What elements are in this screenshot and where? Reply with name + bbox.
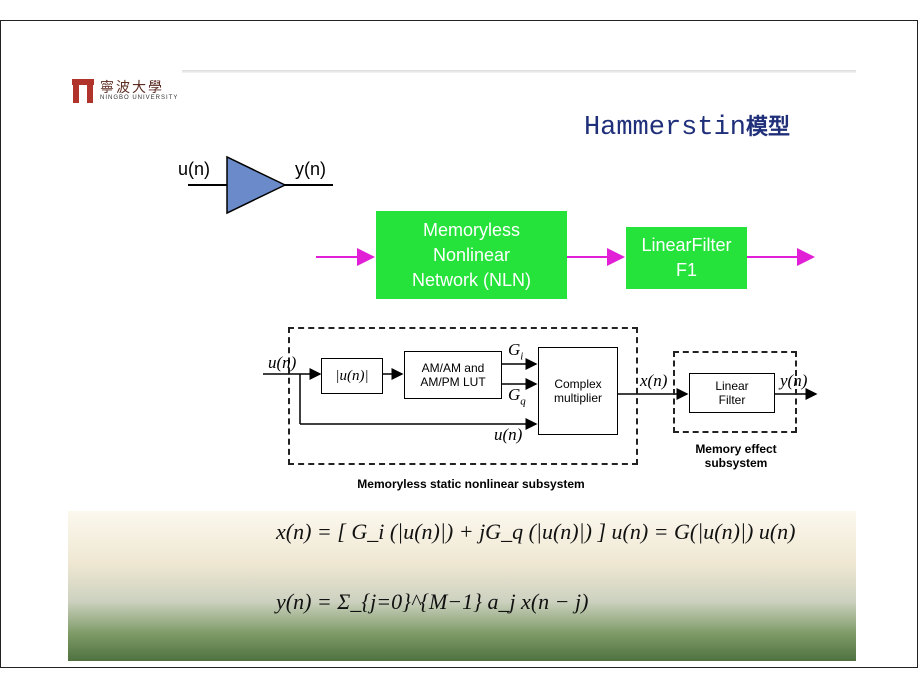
logo-chinese-name: 寧波大學 [100, 80, 164, 96]
mult-line-1: Complex [554, 377, 602, 391]
memory-subsystem-caption: Memory effect subsystem [695, 442, 777, 470]
logo-english-name: NINGBO UNIVERSITY [100, 95, 179, 101]
memory-subsystem-border [673, 351, 797, 433]
linear-filter-detail-block: Linear Filter [689, 373, 775, 413]
mult-line-2: multiplier [553, 391, 602, 405]
detail-output-label: y(n) [780, 371, 808, 390]
page-title: Hammerstin模型 [584, 109, 790, 143]
lut-line-2: AM/PM LUT [420, 375, 486, 389]
lut-line-1: AM/AM and [421, 361, 485, 375]
amp-output-label: y(n) [295, 159, 326, 179]
mid-signal-label: x(n) [640, 371, 668, 390]
title-chinese: 模型 [745, 115, 790, 140]
university-logo: 寧波大學 NINGBO UNIVERSITY [72, 79, 178, 103]
nln-line-3: Network (NLN) [411, 269, 531, 290]
detail-filter-line-2: Filter [718, 393, 746, 407]
equation-y: y(n) = Σ_{j=0}^{M−1} a_j x(n − j) [276, 589, 589, 614]
bypass-label: u(n) [494, 425, 523, 444]
nln-block: Memoryless Nonlinear Network (NLN) [376, 211, 567, 299]
campus-background [68, 511, 856, 661]
nonlinear-subsystem-border [288, 327, 638, 465]
lut-block: AM/AM and AM/PM LUT [404, 351, 502, 399]
equation-x: x(n) = [ G_i (|u(n)|) + jG_q (|u(n)|) ] … [276, 519, 796, 544]
gq-label: Gq [508, 385, 526, 408]
detail-input-label: u(n) [268, 353, 297, 372]
linear-filter-block: LinearFilter F1 [626, 227, 747, 289]
filter-line-2: F1 [675, 260, 697, 280]
abs-block: |u(n)| [321, 358, 383, 394]
slide-frame: 寧波大學 NINGBO UNIVERSITY Hammerstin模型 [0, 20, 918, 668]
nln-line-1: Memoryless [422, 219, 520, 240]
header-rule [182, 70, 856, 73]
amplifier-triangle [226, 155, 287, 215]
detail-filter-line-1: Linear [715, 379, 749, 393]
amp-input-label: u(n) [178, 159, 211, 179]
gate-icon [72, 79, 94, 103]
filter-line-1: LinearFilter [641, 235, 732, 255]
nonlinear-subsystem-caption: Memoryless static nonlinear subsystem [357, 477, 585, 491]
gi-label: Gi [508, 340, 524, 363]
diagram-lines [188, 155, 818, 430]
title-latin: Hammerstin [583, 113, 746, 143]
nln-line-2: Nonlinear [432, 244, 511, 265]
slide: 寧波大學 NINGBO UNIVERSITY Hammerstin模型 [68, 59, 856, 661]
complex-multiplier-block: Complex multiplier [538, 347, 618, 435]
